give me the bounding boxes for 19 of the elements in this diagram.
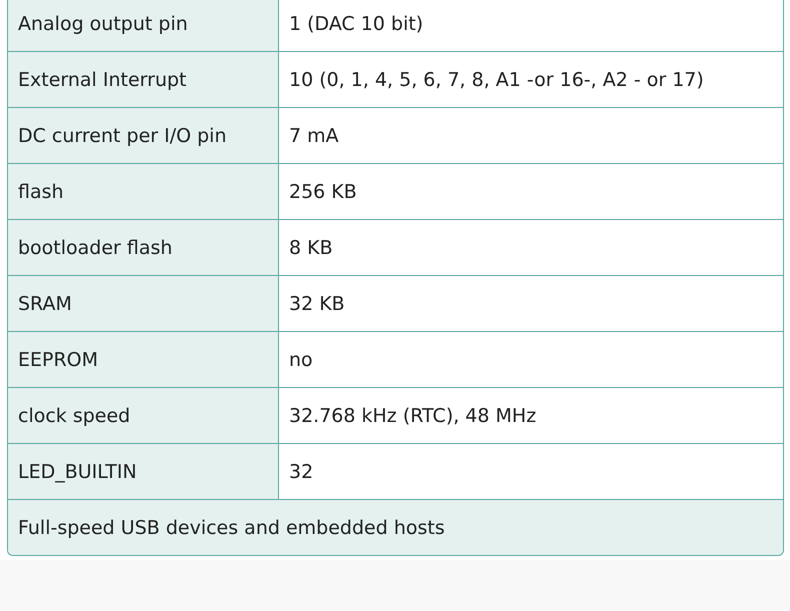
- row-value: 1 (DAC 10 bit): [289, 12, 424, 34]
- row-label: DC current per I/O pin: [18, 124, 226, 146]
- table-footer-text: Full-speed USB devices and embedded hosts: [18, 516, 445, 538]
- row-value: 32.768 kHz (RTC), 48 MHz: [289, 404, 536, 426]
- row-label: Analog output pin: [18, 12, 188, 34]
- row-label: flash: [18, 180, 64, 202]
- row-label: bootloader flash: [18, 236, 172, 258]
- row-label: EEPROM: [18, 348, 98, 370]
- row-value: 7 mA: [289, 124, 339, 146]
- row-value: no: [289, 348, 313, 370]
- row-label: LED_BUILTIN: [18, 460, 137, 482]
- row-value: 32: [289, 460, 314, 482]
- row-label: SRAM: [18, 292, 72, 314]
- row-value: 10 (0, 1, 4, 5, 6, 7, 8, A1 -or 16-, A2 - or 17): [289, 68, 704, 90]
- row-value: 256 KB: [289, 180, 357, 202]
- row-value: 32 KB: [289, 292, 345, 314]
- row-value: 8 KB: [289, 236, 333, 258]
- row-label: clock speed: [18, 404, 130, 426]
- row-label: External Interrupt: [18, 68, 186, 90]
